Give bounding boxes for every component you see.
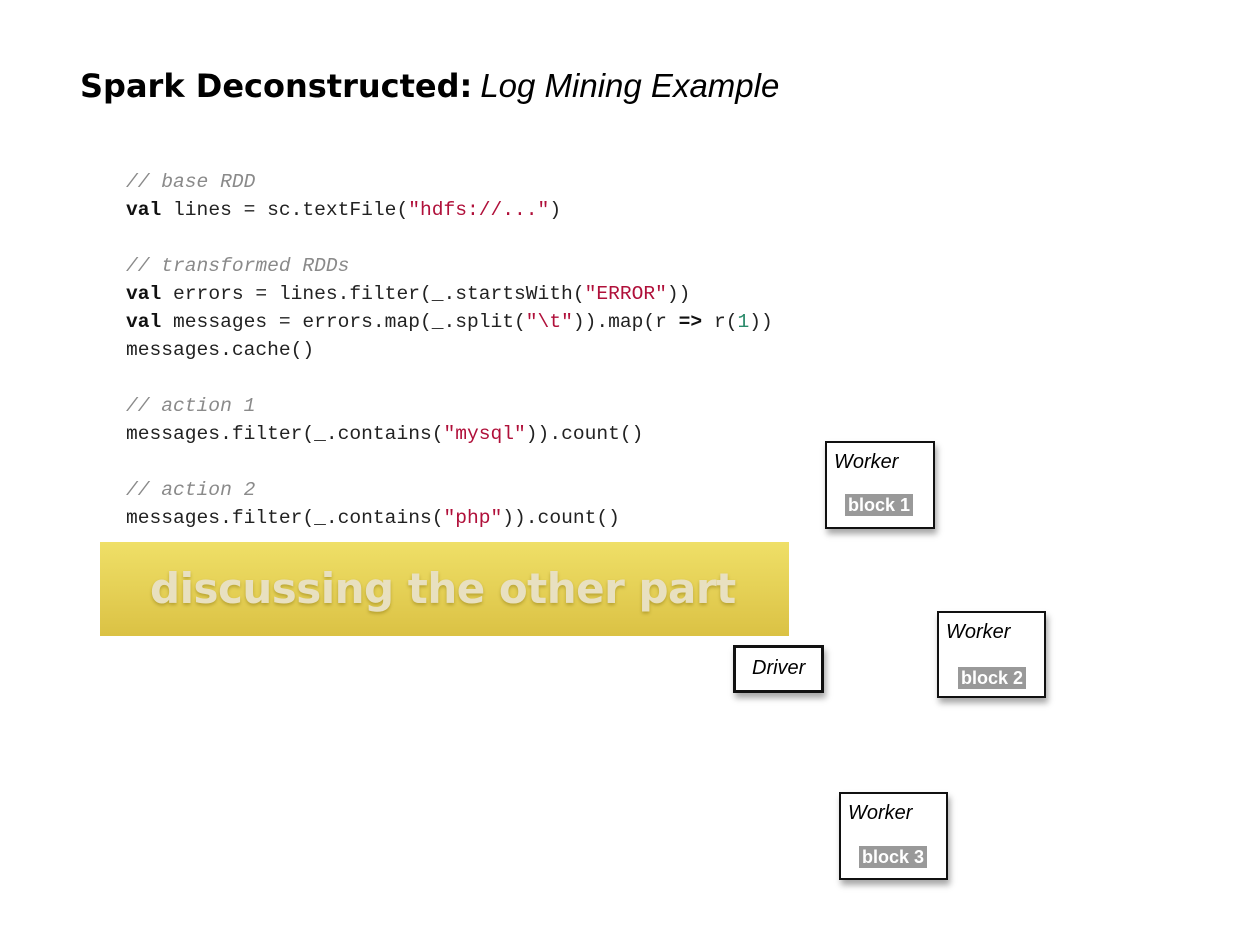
code-token-plain: ))	[666, 283, 691, 305]
block-badge: block 2	[958, 667, 1027, 689]
code-token-plain: messages.filter(_.contains(	[126, 507, 444, 529]
code-token-plain: )).count()	[525, 423, 644, 445]
code-token-plain: errors = lines.filter(_.startsWith(	[161, 283, 585, 305]
worker-node-2: Worker block 2	[937, 611, 1046, 698]
code-token-kw: val	[126, 311, 162, 333]
code-line: // action 1	[126, 392, 773, 420]
code-line: messages.cache()	[126, 336, 773, 364]
code-token-plain: messages.filter(_.contains(	[126, 423, 444, 445]
code-block: // base RDD val lines = sc.textFile("hdfs…	[126, 168, 773, 532]
code-line: messages.filter(_.contains("php")).count…	[126, 504, 773, 532]
code-token-str: "ERROR"	[584, 283, 667, 305]
code-line: val lines = sc.textFile("hdfs://...")	[126, 196, 773, 224]
code-token-plain: ))	[749, 311, 773, 333]
code-token-str: "php"	[443, 507, 503, 529]
code-token-com: // transformed RDDs	[126, 255, 350, 277]
code-line: val messages = errors.map(_.split("\t"))…	[126, 308, 773, 336]
code-token-plain: )	[549, 199, 562, 221]
code-token-plain: )).map(r	[572, 311, 679, 333]
worker-node-3: Worker block 3	[839, 792, 948, 880]
driver-node: Driver	[733, 645, 824, 693]
driver-label: Driver	[752, 657, 806, 679]
code-token-kw: val	[126, 199, 162, 221]
code-token-com: // action 2	[126, 479, 256, 501]
worker-node-1: Worker block 1	[825, 441, 935, 529]
code-line: // base RDD	[126, 168, 773, 196]
code-token-str: "\t"	[525, 311, 573, 333]
code-token-plain: )).count()	[502, 507, 620, 529]
code-token-com: // base RDD	[126, 171, 256, 193]
title-bold: Spark Deconstructed:	[80, 67, 473, 105]
code-line: messages.filter(_.contains("mysql")).cou…	[126, 420, 773, 448]
code-line: val errors = lines.filter(_.startsWith("…	[126, 280, 773, 308]
worker-label: Worker	[848, 802, 913, 824]
code-token-kw: val	[126, 283, 162, 305]
code-line	[126, 224, 773, 252]
worker-label: Worker	[834, 451, 899, 473]
slide-title: Spark Deconstructed:Log Mining Example	[80, 66, 779, 106]
code-token-kw: =>	[678, 311, 703, 333]
code-token-str: "mysql"	[443, 423, 526, 445]
code-token-com: // action 1	[126, 395, 256, 417]
caption-overlay	[100, 542, 789, 636]
caption-text: discussing the other part	[150, 564, 736, 613]
code-line: // action 2	[126, 476, 773, 504]
code-token-plain: messages.cache()	[126, 339, 315, 361]
block-badge: block 3	[859, 846, 928, 868]
code-token-num: 1	[737, 311, 750, 333]
worker-label: Worker	[946, 621, 1011, 643]
code-token-plain: r(	[702, 311, 738, 333]
code-line	[126, 364, 773, 392]
block-badge: block 1	[845, 494, 914, 516]
code-token-str: "hdfs://..."	[408, 199, 550, 221]
code-line: // transformed RDDs	[126, 252, 773, 280]
code-token-plain: messages = errors.map(_.split(	[161, 311, 526, 333]
code-token-plain: lines = sc.textFile(	[161, 199, 409, 221]
title-italic: Log Mining Example	[480, 67, 780, 104]
code-line	[126, 448, 773, 476]
